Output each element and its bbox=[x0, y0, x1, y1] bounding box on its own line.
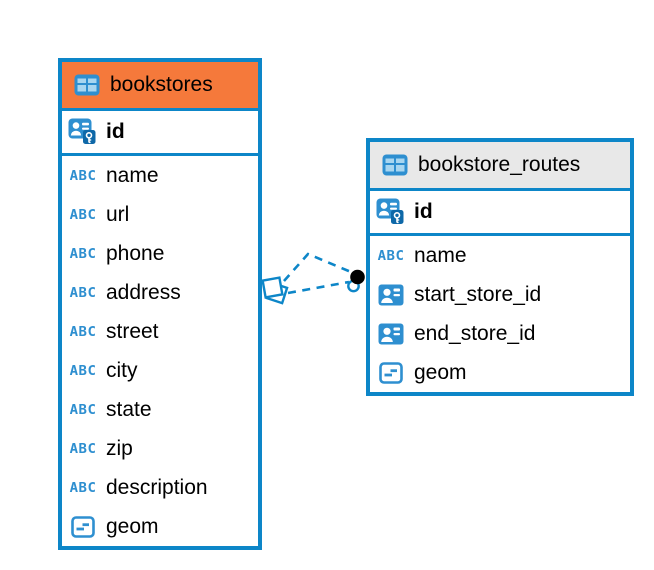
field-label: description bbox=[106, 475, 208, 499]
field-row-name[interactable]: ABC name bbox=[62, 156, 258, 195]
field-label: geom bbox=[106, 514, 159, 538]
fk-person-icon bbox=[372, 323, 410, 345]
text-icon: ABC bbox=[69, 245, 97, 262]
primary-key-row[interactable]: id bbox=[62, 111, 258, 156]
field-label: phone bbox=[106, 241, 165, 265]
geometry-icon bbox=[372, 361, 410, 384]
relationship-line-upper[interactable] bbox=[283, 252, 352, 282]
field-row-city[interactable]: ABC city bbox=[62, 351, 258, 390]
geometry-icon bbox=[64, 515, 102, 538]
table-title: bookstores bbox=[110, 73, 213, 96]
target-cardinality-marker[interactable] bbox=[347, 269, 365, 293]
field-label: start_store_id bbox=[414, 282, 542, 306]
field-label: end_store_id bbox=[414, 321, 536, 345]
field-row-geom[interactable]: geom bbox=[370, 353, 630, 392]
field-row-url[interactable]: ABC url bbox=[62, 195, 258, 234]
text-icon: ABC bbox=[69, 167, 97, 184]
field-row-geom[interactable]: geom bbox=[62, 507, 258, 546]
field-label: name bbox=[414, 243, 467, 267]
text-icon: ABC bbox=[69, 362, 97, 379]
id-key-icon bbox=[372, 198, 410, 226]
field-label: state bbox=[106, 397, 152, 421]
text-icon: ABC bbox=[69, 401, 97, 418]
field-label: zip bbox=[106, 436, 133, 460]
source-cardinality-marker[interactable] bbox=[261, 276, 289, 305]
primary-key-row[interactable]: id bbox=[370, 191, 630, 236]
field-row-street[interactable]: ABC street bbox=[62, 312, 258, 351]
field-row-name[interactable]: ABC name bbox=[370, 236, 630, 275]
field-row-zip[interactable]: ABC zip bbox=[62, 429, 258, 468]
field-row-start_store_id[interactable]: start_store_id bbox=[370, 275, 630, 314]
field-label: url bbox=[106, 202, 130, 226]
primary-key-label: id bbox=[414, 200, 433, 223]
field-row-state[interactable]: ABC state bbox=[62, 390, 258, 429]
field-label: address bbox=[106, 280, 181, 304]
field-row-description[interactable]: ABC description bbox=[62, 468, 258, 507]
table-icon bbox=[376, 154, 414, 176]
field-label: name bbox=[106, 163, 159, 187]
text-icon: ABC bbox=[377, 247, 405, 264]
text-icon: ABC bbox=[69, 440, 97, 457]
field-row-phone[interactable]: ABC phone bbox=[62, 234, 258, 273]
text-icon: ABC bbox=[69, 479, 97, 496]
text-icon: ABC bbox=[69, 206, 97, 223]
relationship-line-lower[interactable] bbox=[287, 280, 350, 295]
field-row-address[interactable]: ABC address bbox=[62, 273, 258, 312]
table-header[interactable]: bookstores bbox=[62, 62, 258, 111]
field-label: geom bbox=[414, 360, 467, 384]
primary-key-label: id bbox=[106, 120, 125, 143]
table-title: bookstore_routes bbox=[418, 153, 581, 176]
table-header[interactable]: bookstore_routes bbox=[370, 142, 630, 191]
entity-table-bookstore-routes[interactable]: bookstore_routes id ABC name start_store_i… bbox=[366, 138, 634, 396]
fk-person-icon bbox=[372, 284, 410, 306]
text-icon: ABC bbox=[69, 323, 97, 340]
table-icon bbox=[68, 74, 106, 96]
field-label: city bbox=[106, 358, 138, 382]
id-key-icon bbox=[64, 118, 102, 146]
field-label: street bbox=[106, 319, 159, 343]
text-icon: ABC bbox=[69, 284, 97, 301]
field-row-end_store_id[interactable]: end_store_id bbox=[370, 314, 630, 353]
